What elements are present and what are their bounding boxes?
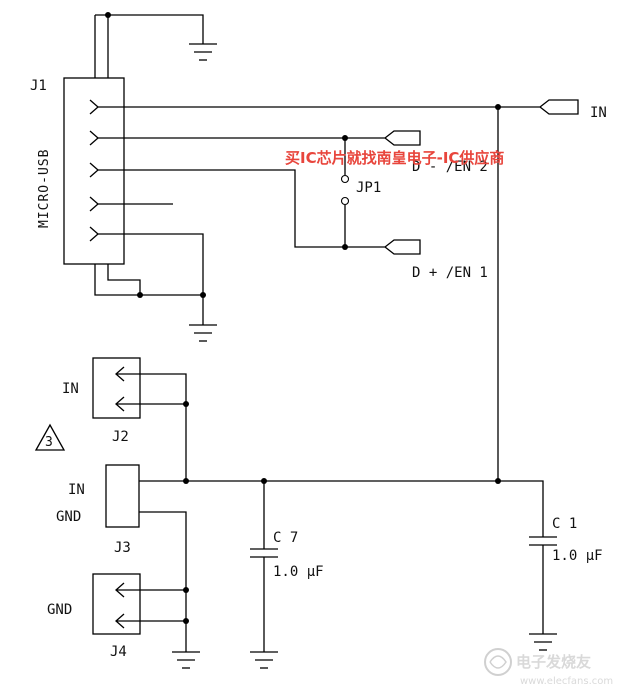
j3-in-label: IN	[68, 482, 85, 498]
in-net-flag	[498, 99, 579, 115]
watermark-text: 买IC芯片就找南皇电子-IC供应商	[285, 149, 504, 167]
j4-label: J4	[110, 644, 127, 660]
j3-gnd-label: GND	[56, 509, 81, 525]
gnd-j3-wire	[139, 511, 187, 621]
logo-text: 电子发烧友	[516, 653, 591, 671]
j2-in-label: IN	[62, 381, 79, 397]
ground-symbol-c1	[529, 633, 557, 651]
c1-top-wire	[498, 480, 544, 537]
dminus-label: D - /EN 2	[412, 159, 488, 175]
c7-value: 1.0 μF	[273, 564, 324, 580]
ground-symbol-j4	[172, 651, 200, 669]
junction	[183, 478, 189, 484]
jp1-label: JP1	[356, 180, 381, 196]
junction	[495, 478, 501, 484]
j3-connector-body	[105, 464, 140, 528]
note-triangle	[34, 423, 66, 451]
j3-label: J3	[114, 540, 131, 556]
jp1-pin-1	[340, 174, 350, 184]
ground-symbol-c7	[250, 651, 278, 669]
j4-connector-body	[92, 573, 141, 635]
junction	[183, 587, 189, 593]
ground-symbol-j1-bottom	[189, 324, 217, 342]
gnd-pin-wire	[98, 233, 204, 295]
ground-symbol-top	[189, 43, 217, 61]
junction	[183, 401, 189, 407]
elecfans-logo: 电子发烧友 www.elecfans.com	[484, 648, 613, 687]
dplus-net-flag	[345, 239, 421, 255]
dplus-label: D + /EN 1	[412, 265, 488, 281]
c1-value: 1.0 μF	[552, 548, 603, 564]
j2-label: J2	[112, 429, 129, 445]
shield-bottom-wire-right	[107, 264, 141, 295]
j2-connector-body	[92, 357, 141, 419]
j4-gnd-label: GND	[47, 602, 72, 618]
junction	[105, 12, 111, 18]
in-net-label: IN	[590, 105, 607, 121]
jp1-pin-2	[340, 196, 350, 206]
j2-wire-1	[116, 373, 187, 481]
j1-connector-body	[63, 77, 125, 265]
c1-label: C 1	[552, 516, 577, 532]
micro-usb-label: MICRO-USB	[37, 149, 52, 228]
note-number: 3	[45, 435, 53, 450]
logo-url: www.elecfans.com	[520, 676, 613, 687]
junction	[137, 292, 143, 298]
j1-label: J1	[30, 78, 47, 94]
shield-top-wire	[95, 14, 204, 44]
c7-label: C 7	[273, 530, 298, 546]
shield-bottom-wire-left	[94, 264, 203, 296]
dplus-wire	[98, 169, 345, 248]
dminus-net-flag	[345, 130, 421, 146]
j1-pins	[89, 99, 99, 242]
